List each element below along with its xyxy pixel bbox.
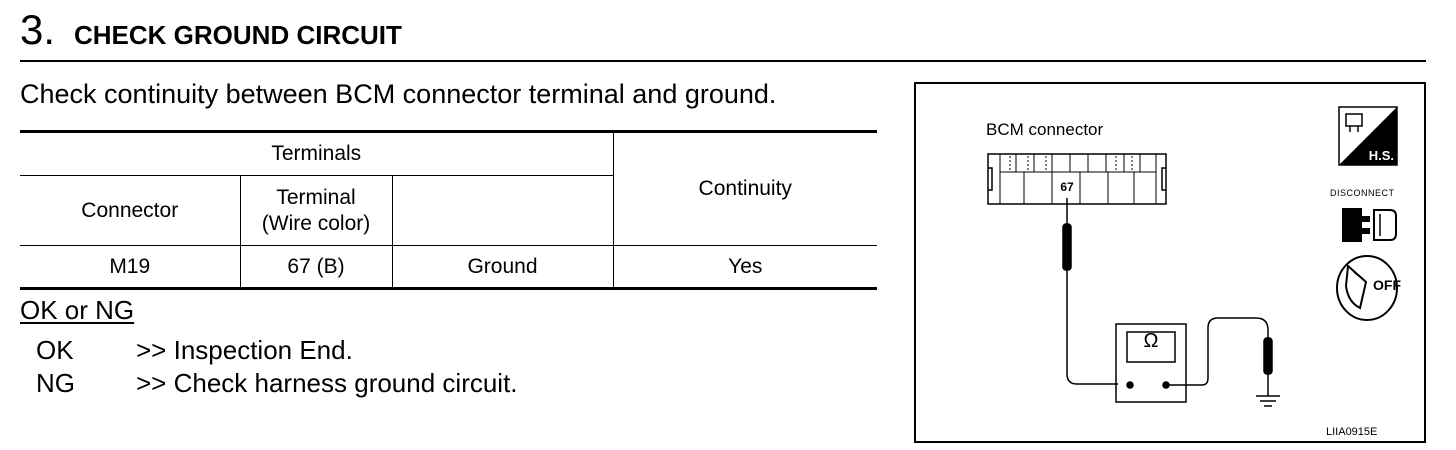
continuity-header: Continuity (613, 131, 877, 246)
ignition-off-icon: OFF (1334, 252, 1401, 322)
cell-connector: M19 (20, 245, 241, 289)
terminals-group-header: Terminals (20, 131, 614, 176)
cell-terminal: 67 (B) (240, 245, 393, 289)
result-ok: OK >> Inspection End. (36, 334, 353, 366)
blank-header (392, 175, 614, 246)
disconnect-label: DISCONNECT (1330, 188, 1395, 198)
ohm-symbol: Ω (1143, 330, 1159, 352)
result-ng-code: NG (36, 368, 75, 398)
ok-ng-title: OK or NG (20, 295, 135, 325)
step-title: CHECK GROUND CIRCUIT (74, 20, 402, 50)
bcm-connector (987, 153, 1167, 205)
result-ok-code: OK (36, 335, 74, 365)
hs-label: H.S. (1368, 148, 1394, 163)
bcm-connector-label: BCM connector (986, 120, 1104, 139)
reference-code: LIIA0915E (1326, 426, 1378, 438)
cell-continuity: Yes (728, 254, 763, 278)
terminal-header-line2: (Wire color) (261, 211, 371, 235)
terminal-header: Terminal (Wire color) (240, 175, 393, 246)
terminal-header-line1: Terminal (276, 185, 356, 209)
connector-header: Connector (20, 175, 241, 246)
terminals-table: Terminals Continuity Connector Terminal … (20, 130, 877, 290)
result-ng: NG >> Check harness ground circuit. (36, 367, 518, 399)
step-number: 3. (20, 6, 56, 53)
ground-icon (1256, 395, 1280, 407)
instruction-text: Check continuity between BCM connector t… (20, 79, 777, 109)
disconnect-icon (1336, 200, 1400, 250)
circuit-drawing (987, 153, 1280, 407)
probe-upper (1062, 198, 1118, 385)
table-row: M19 67 (B) Ground Yes (20, 245, 877, 289)
result-ok-text: >> Inspection End. (136, 335, 353, 365)
header-rule (20, 60, 1426, 62)
circuit-diagram: BCM connector 67 Ω H.S. DISCONNECT OFF L… (914, 82, 1426, 443)
cell-ground: Ground (392, 245, 614, 289)
harness-connector-icon: H.S. (1338, 106, 1398, 166)
off-label: OFF (1373, 277, 1401, 293)
terminal-67-label: 67 (1060, 180, 1074, 194)
probe-lower (1166, 317, 1273, 396)
result-ng-text: >> Check harness ground circuit. (136, 368, 518, 398)
